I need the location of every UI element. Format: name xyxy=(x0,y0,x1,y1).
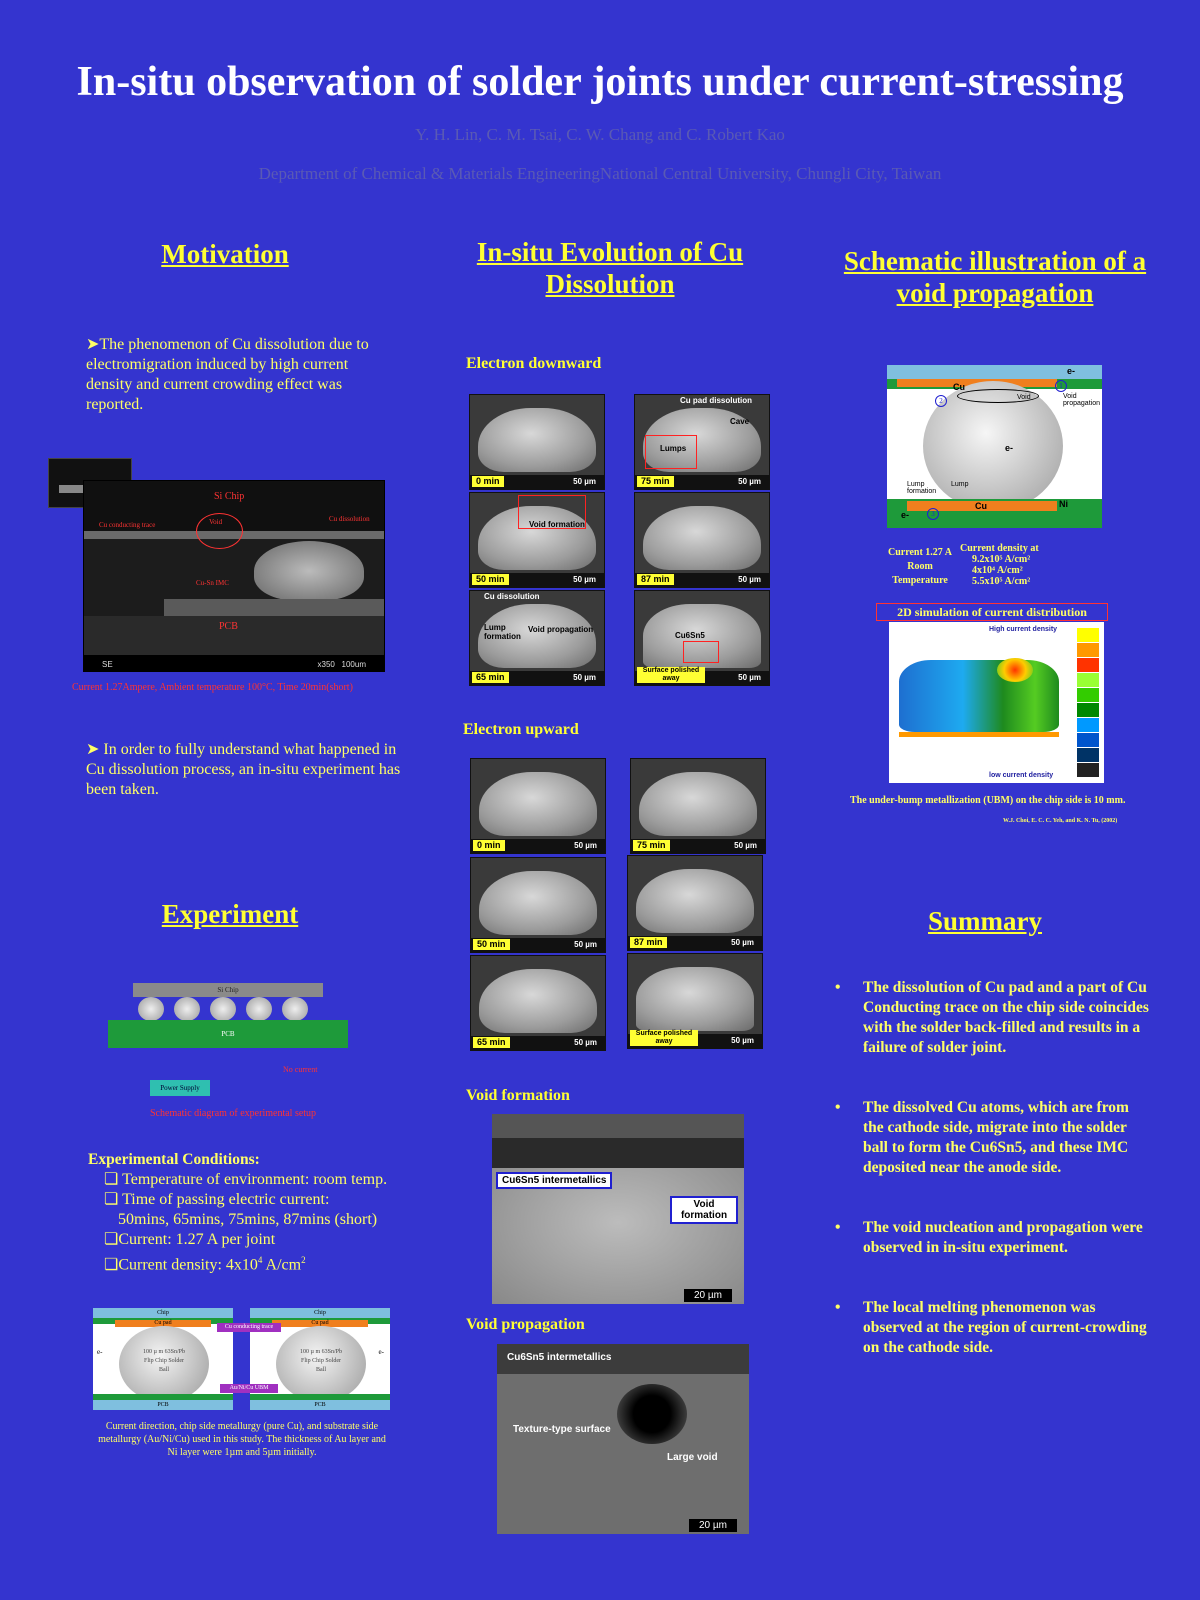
poster-title: In-situ observation of solder joints und… xyxy=(76,59,1124,105)
condition-item: ❏ Time of passing electric current: xyxy=(104,1191,330,1208)
checkbox-icon: ❏ xyxy=(104,1231,119,1248)
electron-label: e- xyxy=(97,1348,103,1356)
checkbox-icon: ❏ xyxy=(104,1191,119,1208)
setup-caption: Schematic diagram of experimental setup xyxy=(150,1108,317,1119)
scale-bar: 20 µm xyxy=(684,1289,732,1302)
sem-magnification-label: x350 100um xyxy=(317,660,366,669)
setup-no-current: No current xyxy=(283,1065,318,1074)
setup-pcb: PCB xyxy=(108,1020,348,1048)
texture-surface-label: Texture-type surface xyxy=(513,1424,611,1435)
cu-trace-tag: Cu conducting trace xyxy=(217,1323,281,1332)
bump-caption: Current direction, chip side metallurgy … xyxy=(98,1421,386,1458)
experimental-setup-diagram: Si Chip PCB Power Supply No current xyxy=(108,980,348,1110)
void-formation-image: Cu6Sn5 intermetallics Void formation 20 … xyxy=(492,1114,744,1304)
summary-list: •The dissolution of Cu pad and a part of… xyxy=(835,978,1150,1358)
bump-schematic-left: Chip Cu pad 100 µ m 63Sn/Pb Flip Chip So… xyxy=(93,1308,233,1410)
condition-item: ❏Current density: 4x104 A/cm2 xyxy=(104,1255,306,1274)
cu6sn5-label: Cu6Sn5 intermetallics xyxy=(496,1172,613,1189)
motivation-figure-caption: Current 1.27Ampere, Ambient temperature … xyxy=(72,682,353,693)
color-scale-swatch-0 xyxy=(1077,628,1099,643)
authors: Y. H. Lin, C. M. Tsai, C. W. Chang and C… xyxy=(415,125,785,144)
summary-item: •The void nucleation and propagation wer… xyxy=(835,1219,1143,1256)
summary-heading: Summary xyxy=(928,906,1042,936)
scale-bar: 20 µm xyxy=(689,1519,737,1532)
color-scale-swatch-1 xyxy=(1077,643,1099,658)
pcb-label: PCB xyxy=(219,621,238,632)
cu-dissolution-label: Cu dissolution xyxy=(329,515,370,523)
color-scale-swatch-4 xyxy=(1077,688,1099,703)
cu-trace-label: Cu conducting trace xyxy=(99,521,156,529)
condition-item: ❏ Temperature of environment: room temp. xyxy=(104,1171,388,1188)
color-scale-swatch-5 xyxy=(1077,703,1099,718)
experiment-heading: Experiment xyxy=(161,899,299,929)
simulation-title: 2D simulation of current distribution xyxy=(876,603,1108,621)
large-void-label: Large void xyxy=(667,1452,718,1463)
color-scale-swatch-3 xyxy=(1077,673,1099,688)
void-propagation-title: Void propagation xyxy=(466,1316,585,1333)
conditions-title: Experimental Conditions: xyxy=(88,1151,260,1168)
summary-item: •The local melting phenomenon was observ… xyxy=(835,1299,1147,1356)
evolution-heading: In-situ Evolution of Cu Dissolution xyxy=(476,237,744,299)
setup-si-chip: Si Chip xyxy=(133,983,323,997)
void-propagation-image: Cu6Sn5 intermetallics Texture-type surfa… xyxy=(497,1344,749,1534)
arrow-bullet-icon: ➤ xyxy=(86,336,100,353)
condition-item: 50mins, 65mins, 75mins, 87mins (short) xyxy=(118,1211,378,1228)
current-densities: Current density at 9.2x10⁵ A/cm² 4x10⁴ A… xyxy=(960,543,1039,587)
motivation-heading: Motivation xyxy=(161,239,289,269)
current-conditions: Current 1.27 A Room Temperature xyxy=(888,547,952,586)
electron-upward-title: Electron upward xyxy=(463,721,579,738)
color-scale-swatch-7 xyxy=(1077,733,1099,748)
color-scale-swatch-2 xyxy=(1077,658,1099,673)
arrow-bullet-icon: ➤ xyxy=(86,741,100,758)
color-scale-swatch-8 xyxy=(1077,748,1099,763)
motivation-point-2: ➤ In order to fully understand what happ… xyxy=(86,741,401,798)
schematic-heading: Schematic illustration of a void propaga… xyxy=(843,246,1147,308)
checkbox-icon: ❏ xyxy=(104,1171,119,1188)
summary-item: •The dissolution of Cu pad and a part of… xyxy=(835,979,1149,1056)
motivation-point-1: ➤The phenomenon of Cu dissolution due to… xyxy=(86,336,369,413)
color-scale xyxy=(1077,628,1099,778)
ubm-tag: Au/Ni/Cu UBM xyxy=(220,1384,278,1393)
si-chip-label: Si Chip xyxy=(214,491,245,502)
electron-downward-title: Electron downward xyxy=(466,355,602,372)
electron-label: e- xyxy=(378,1348,384,1356)
cu6sn5-label: Cu6Sn5 intermetallics xyxy=(507,1352,612,1363)
reference: W.J. Choi, E. C. C. Yeh, and K. N. Tu, (… xyxy=(1003,818,1118,824)
condition-item: ❏Current: 1.27 A per joint xyxy=(104,1231,276,1248)
color-scale-swatch-9 xyxy=(1077,763,1099,778)
summary-item: •The dissolved Cu atoms, which are from … xyxy=(835,1099,1129,1176)
conditions-list: ❏ Temperature of environment: room temp.… xyxy=(104,1170,424,1275)
affiliation: Department of Chemical & Materials Engin… xyxy=(258,164,942,183)
motivation-sem-image: Si Chip Cu conducting trace Cu dissoluti… xyxy=(83,480,385,672)
current-simulation-plot: High current density low current density xyxy=(889,622,1104,783)
color-scale-swatch-6 xyxy=(1077,718,1099,733)
ubm-note: The under-bump metallization (UBM) on th… xyxy=(850,795,1126,806)
sem-mode-label: SE xyxy=(102,660,113,669)
setup-power-supply: Power Supply xyxy=(150,1080,210,1096)
void-propagation-schematic: e- Cu Void Void propagation e- Lump form… xyxy=(887,365,1102,528)
void-highlight-circle xyxy=(196,513,243,549)
void-formation-title: Void formation xyxy=(466,1087,570,1104)
checkbox-icon: ❏ xyxy=(104,1256,119,1274)
void-formation-label: Void formation xyxy=(670,1196,738,1224)
cu-sn-imc-label: Cu-Sn IMC xyxy=(196,579,229,587)
